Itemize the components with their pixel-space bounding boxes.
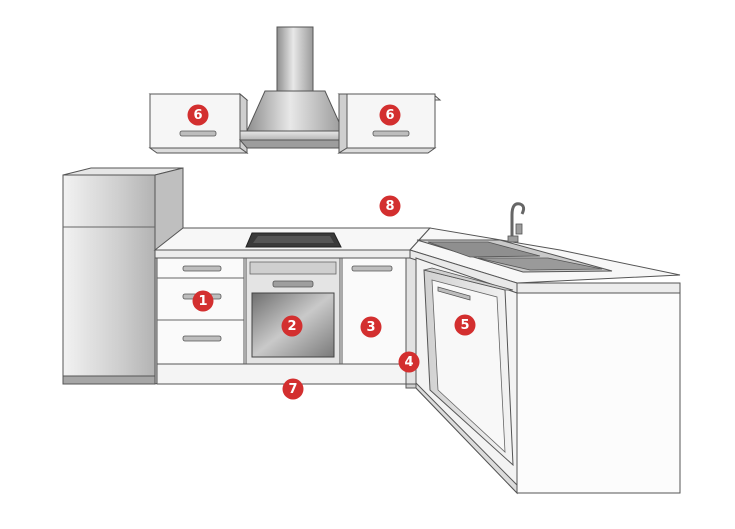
marker-m8: 8 — [380, 196, 401, 217]
marker-label: 6 — [385, 108, 394, 123]
marker-label: 6 — [193, 108, 202, 123]
marker-label: 5 — [460, 318, 469, 333]
marker-m5: 5 — [455, 315, 476, 336]
plinth — [157, 364, 406, 384]
cabinet-handle — [373, 131, 409, 136]
marker-m3: 3 — [361, 317, 382, 338]
marker-m6b: 6 — [380, 105, 401, 126]
marker-m6a: 6 — [188, 105, 209, 126]
end-panel — [517, 293, 680, 493]
marker-m7: 7 — [283, 379, 304, 400]
range-hood — [240, 27, 347, 148]
marker-label: 3 — [366, 320, 375, 335]
base-cabinet-door — [342, 258, 406, 364]
marker-m4: 4 — [399, 352, 420, 373]
cabinet-handle — [180, 131, 216, 136]
drawer-handle — [183, 266, 221, 271]
faucet — [508, 204, 524, 242]
marker-m1: 1 — [193, 291, 214, 312]
marker-label: 4 — [404, 355, 413, 370]
cooktop — [246, 233, 341, 247]
marker-label: 1 — [198, 294, 207, 309]
drawer-handle — [183, 336, 221, 341]
door-handle — [352, 266, 392, 271]
oven — [246, 258, 340, 364]
marker-label: 7 — [288, 382, 297, 397]
marker-label: 8 — [385, 199, 394, 214]
marker-label: 2 — [287, 319, 296, 334]
marker-m2: 2 — [282, 316, 303, 337]
